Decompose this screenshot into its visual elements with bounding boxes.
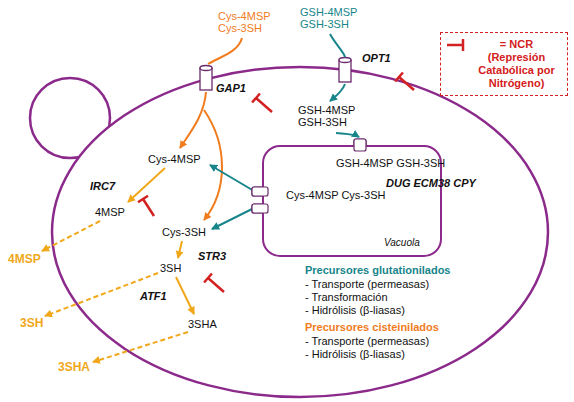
metabolite-label: Cys-4MSP — [148, 153, 201, 165]
yeast-cell — [52, 67, 548, 397]
permease-cylinder — [200, 66, 212, 71]
gene-label: ATF1 — [140, 290, 167, 302]
vacuole-transporter — [252, 187, 268, 196]
transport-arrow — [208, 38, 242, 64]
metabolite-label: GSH-4MSP GSH-3SH — [336, 157, 402, 169]
gene-label: OPT1 — [362, 52, 391, 64]
repression-symbol — [252, 93, 272, 112]
gene-label: DUG ECM38 CPY — [386, 177, 428, 189]
metabolite-label: 3SHA — [188, 318, 217, 330]
repression-symbol — [204, 273, 224, 292]
gene-label: IRC7 — [90, 180, 115, 192]
released-thiol: 4MSP — [8, 252, 41, 266]
metabolite-label: Cys-4MSP Cys-3SH — [286, 189, 348, 201]
transport-arrow — [212, 208, 254, 229]
repression-symbol — [395, 72, 414, 90]
note-item: - Transformación — [305, 291, 388, 303]
transport-arrow — [336, 133, 359, 137]
repression-line — [143, 199, 154, 216]
vacuole: GSH-4MSP GSH-3SH Cys-4MSP Cys-3SH DUG ECM3… — [262, 145, 442, 257]
released-thiol: 3SH — [20, 316, 43, 330]
metabolite-label: GSH-4MSP GSH-3SH — [298, 104, 364, 128]
legend-swatch — [445, 38, 467, 52]
permease-cylinder — [339, 58, 351, 63]
release-arrow — [42, 221, 100, 251]
repression-bar — [462, 39, 465, 51]
repression-line — [208, 278, 224, 292]
repression-line — [399, 77, 414, 90]
permease-cylinder — [200, 68, 212, 90]
repression-line — [447, 44, 463, 47]
gene-label: GAP1 — [216, 82, 246, 94]
transport-arrow — [210, 165, 254, 191]
released-thiol: 3SHA — [58, 360, 90, 374]
release-arrow — [93, 332, 188, 362]
compartment-name: Vacuola — [384, 237, 420, 249]
repression-bar — [204, 273, 212, 282]
transport-arrow — [330, 34, 345, 57]
legend-text: = NCR (Represión Catabólica por Nitrógen… — [470, 38, 563, 90]
repression-symbol — [138, 196, 154, 216]
metabolite-label: 3SH — [160, 262, 181, 274]
transport-arrow — [204, 110, 222, 220]
repression-bar — [252, 93, 260, 102]
repression-line — [256, 98, 272, 112]
legend-box: = NCR (Represión Catabólica por Nitrógen… — [440, 32, 568, 96]
vacuole-transporter — [252, 204, 268, 213]
substrate-label: GSH-4MSP GSH-3SH — [300, 6, 366, 30]
gene-label: STR3 — [198, 250, 226, 262]
note-item: - Transporte (permeasas) — [305, 335, 429, 347]
repression-bar — [138, 196, 148, 203]
substrate-label: Cys-4MSP Cys-3SH — [218, 10, 280, 34]
transport-arrow — [180, 92, 206, 148]
permease-cylinder — [339, 60, 351, 82]
metabolite-label: Cys-3SH — [162, 226, 206, 238]
note-item: - Hidrólisis (β-liasas) — [305, 348, 405, 360]
reaction-arrow — [178, 241, 182, 258]
metabolite-label: 4MSP — [95, 206, 125, 218]
note-item: - Transporte (permeasas) — [305, 278, 429, 290]
note-item: - Hidrólisis (β-liasas) — [305, 304, 405, 316]
transport-arrow — [330, 84, 345, 101]
reaction-arrow — [128, 168, 165, 202]
repression-bar — [395, 72, 403, 81]
note-heading: Precursores cisteinilados — [305, 321, 439, 333]
note-heading: Precursores glutationilados — [305, 264, 450, 276]
vacuole-transporter — [354, 139, 366, 151]
reaction-arrow — [176, 277, 194, 314]
